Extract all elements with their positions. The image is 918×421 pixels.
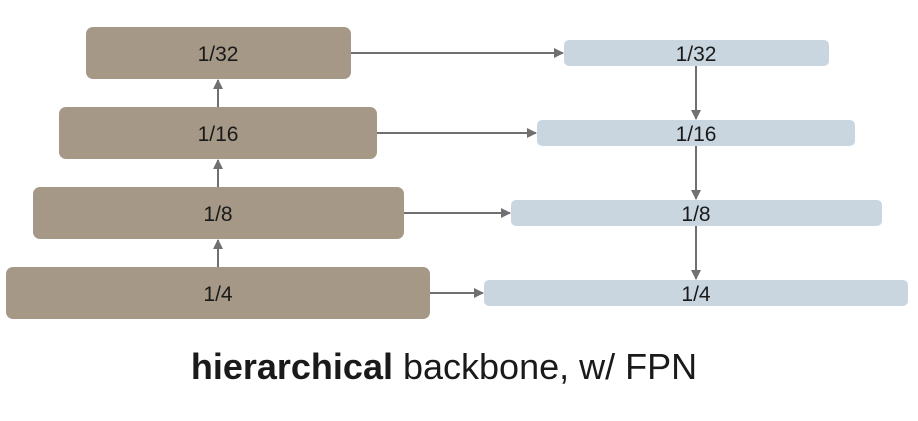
backbone-label-1-8: 1/8 <box>203 203 232 226</box>
fpn-diagram: 1/32 1/16 1/8 1/4 1/32 1/16 1/8 1/4 <box>6 27 908 319</box>
fpn-box-1-32 <box>564 40 829 66</box>
fpn-box-1-8 <box>511 200 882 226</box>
backbone-box-1-16 <box>59 107 377 159</box>
lateral-arrows <box>351 48 564 298</box>
backbone-box-1-4 <box>6 267 430 319</box>
fpn-column: 1/32 1/16 1/8 1/4 <box>484 40 908 306</box>
fpn-label-1-8: 1/8 <box>681 203 710 226</box>
caption-bold-word: hierarchical <box>190 346 393 387</box>
backbone-column: 1/32 1/16 1/8 1/4 <box>6 27 430 319</box>
backbone-label-1-4: 1/4 <box>203 283 233 306</box>
fpn-box-1-4 <box>484 280 908 306</box>
caption-rest: backbone, w/ FPN <box>392 346 698 387</box>
backbone-label-1-32: 1/32 <box>198 43 239 66</box>
backbone-label-1-16: 1/16 <box>198 123 239 146</box>
diagram-caption: hierarchical backbone, w/ FPN <box>0 346 888 388</box>
fpn-label-1-16: 1/16 <box>676 123 717 146</box>
fpn-box-1-16 <box>537 120 855 146</box>
backbone-box-1-32 <box>86 27 351 79</box>
fpn-label-1-4: 1/4 <box>681 283 711 306</box>
backbone-box-1-8 <box>33 187 404 239</box>
fpn-label-1-32: 1/32 <box>676 43 717 66</box>
